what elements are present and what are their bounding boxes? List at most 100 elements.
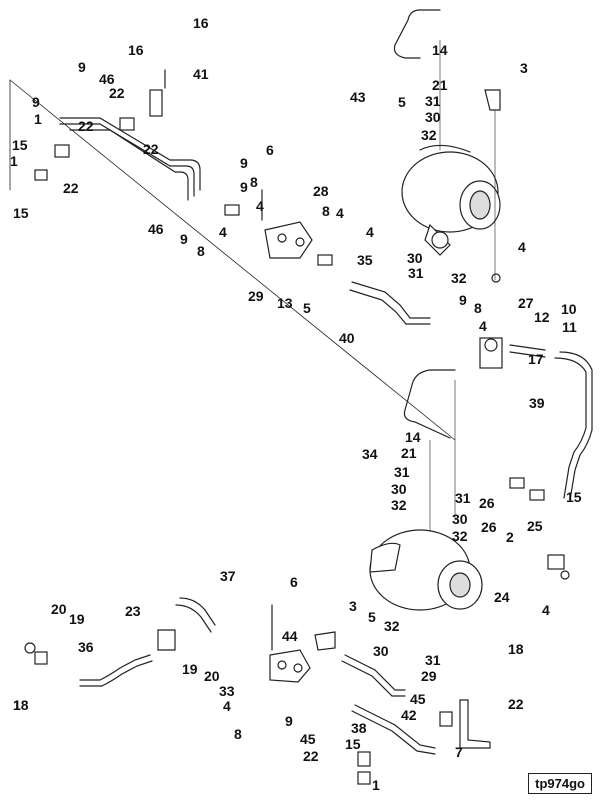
callout: 22 [63, 180, 79, 196]
callout: 5 [398, 94, 406, 110]
callout: 32 [421, 127, 437, 143]
callout: 1 [372, 777, 380, 793]
callout: 21 [432, 77, 448, 93]
lower-clamp [357, 771, 371, 785]
callout: 15 [345, 736, 361, 752]
callout: 35 [357, 252, 373, 268]
callout: 4 [542, 602, 550, 618]
callout: 18 [13, 697, 29, 713]
callout: 14 [432, 42, 448, 58]
callout: 4 [366, 224, 374, 240]
lower-manifold-block [269, 604, 311, 683]
callout: 36 [78, 639, 94, 655]
lower-clamp [439, 711, 453, 727]
callout: 9 [459, 292, 467, 308]
callout: 1 [10, 153, 18, 169]
callout: 1 [34, 111, 42, 127]
callout: 4 [518, 239, 526, 255]
callout: 4 [219, 224, 227, 240]
callout: 25 [527, 518, 543, 534]
callout: 46 [99, 71, 115, 87]
callout: 23 [125, 603, 141, 619]
callout: 14 [405, 429, 421, 445]
seal-ring [491, 273, 501, 283]
callout: 2 [506, 529, 514, 545]
middle-return-tube [403, 369, 456, 439]
callout: 16 [128, 42, 144, 58]
figure-tag: tp974go [528, 773, 592, 794]
center-manifold-block [224, 189, 333, 266]
callout: 9 [240, 179, 248, 195]
callout: 5 [368, 609, 376, 625]
callout: 15 [12, 137, 28, 153]
callout: 9 [32, 94, 40, 110]
callout: 32 [451, 270, 467, 286]
callout: 45 [410, 691, 426, 707]
callout: 26 [479, 495, 495, 511]
callout: 8 [474, 300, 482, 316]
upper-return-tube [393, 9, 441, 59]
middle-valve-housing [479, 337, 503, 369]
callout: 4 [479, 318, 487, 334]
callout: 46 [148, 221, 164, 237]
callout: 32 [452, 528, 468, 544]
callout: 13 [277, 295, 293, 311]
lower-small-tube [341, 654, 406, 697]
callout: 29 [421, 668, 437, 684]
upper-elbow [484, 89, 501, 111]
callout: 6 [266, 142, 274, 158]
callout: 30 [425, 109, 441, 125]
callout: 22 [143, 141, 159, 157]
callout: 9 [285, 713, 293, 729]
adapter-fitting [34, 651, 48, 665]
callout: 8 [197, 243, 205, 259]
callout: 20 [51, 601, 67, 617]
right-long-tube [554, 351, 593, 501]
callout: 32 [391, 497, 407, 513]
callout: 9 [240, 155, 248, 171]
callout: 4 [256, 198, 264, 214]
lower-clamp [357, 751, 371, 767]
callout: 8 [322, 203, 330, 219]
lower-right-tube [351, 704, 436, 755]
seal-ring [560, 570, 570, 580]
callout: 11 [562, 319, 577, 335]
callout: 34 [362, 446, 378, 462]
callout: 31 [425, 652, 441, 668]
callout: 22 [78, 118, 94, 134]
callout: 28 [313, 183, 329, 199]
callout: 7 [455, 744, 463, 760]
middle-tube [349, 281, 431, 325]
lower-turbocharger [369, 529, 483, 611]
callout: 18 [508, 641, 524, 657]
callout: 30 [452, 511, 468, 527]
callout: 21 [401, 445, 417, 461]
callout: 40 [339, 330, 355, 346]
callout: 44 [282, 628, 298, 644]
callout: 22 [303, 748, 319, 764]
callout: 22 [508, 696, 524, 712]
callout: 41 [193, 66, 209, 82]
callout: 30 [407, 250, 423, 266]
callout: 15 [13, 205, 29, 221]
callout: 4 [223, 698, 231, 714]
callout: 31 [408, 265, 424, 281]
callout: 15 [566, 489, 582, 505]
callout: 42 [401, 707, 417, 723]
callout: 8 [250, 174, 258, 190]
callout: 19 [69, 611, 85, 627]
callout: 3 [520, 60, 528, 76]
right-bracket-parts [509, 477, 565, 570]
callout: 6 [290, 574, 298, 590]
callout: 45 [300, 731, 316, 747]
callout: 38 [351, 720, 367, 736]
callout: 31 [394, 464, 410, 480]
callout: 10 [561, 301, 577, 317]
callout-layer: 16 16 9 46 41 22 9 22 1 15 1 22 22 15 9 … [10, 15, 582, 793]
callout: 39 [529, 395, 545, 411]
callout: 30 [391, 481, 407, 497]
upper-turbocharger [401, 144, 501, 256]
upper-left-tube-assembly [34, 69, 201, 201]
lower-bracket [459, 699, 491, 749]
alignment-line [9, 79, 456, 441]
